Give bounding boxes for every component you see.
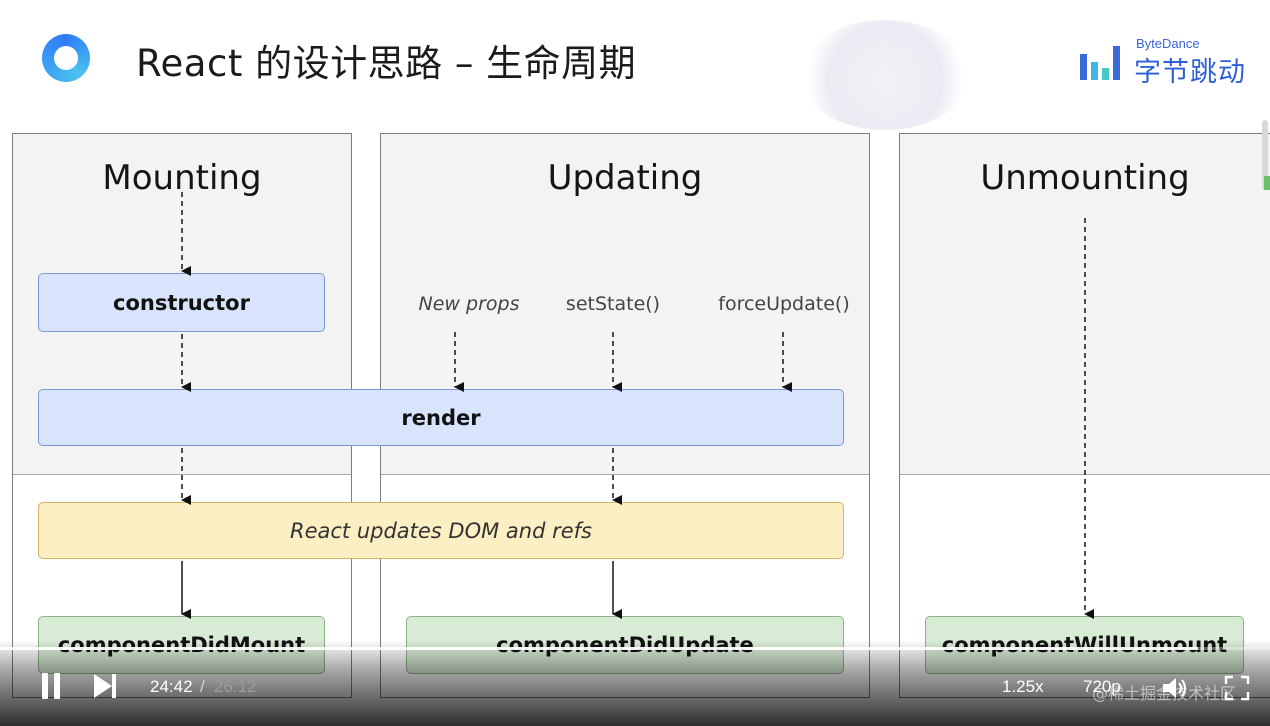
volume-icon[interactable] <box>1160 676 1188 700</box>
video-player-controls: 24:42 / 26:12 1.25x 720p @稀土掘金技术社区 <box>0 640 1270 726</box>
progress-bar[interactable] <box>0 647 1270 650</box>
time-separator: / <box>200 677 205 696</box>
quality-button[interactable]: 720p <box>1083 677 1121 696</box>
phase-panel-unmounting: Unmounting <box>899 133 1270 698</box>
phase-title-updating: Updating <box>547 158 703 198</box>
dom-update-box: React updates DOM and refs <box>38 502 844 559</box>
header-decoration <box>800 20 970 130</box>
progress-fill <box>0 647 1198 650</box>
app-logo-icon <box>42 34 90 82</box>
lifecycle-diagram: Mounting Updating Unmounting New props s… <box>0 118 1270 726</box>
trigger-force-update: forceUpdate() <box>718 293 850 315</box>
phase-title-unmounting: Unmounting <box>980 158 1190 198</box>
trigger-set-state: setState() <box>565 293 661 315</box>
total-time: 26:12 <box>214 677 257 696</box>
pause-icon[interactable] <box>40 673 62 699</box>
trigger-new-props: New props <box>418 293 520 315</box>
bytedance-logo: ByteDance 字节跳动 <box>1080 36 1255 88</box>
watermark: @稀土掘金技术社区 <box>1092 684 1237 703</box>
slide-header: React 的设计思路 – 生命周期 ByteDance 字节跳动 <box>0 0 1270 130</box>
current-time: 24:42 <box>150 677 193 696</box>
next-icon[interactable] <box>92 673 120 699</box>
constructor-box: constructor <box>38 273 325 332</box>
phase-title-mounting: Mounting <box>102 158 262 198</box>
bytedance-bars-icon <box>1080 46 1124 80</box>
scrollbar-accent <box>1264 176 1270 190</box>
render-box: render <box>38 389 844 446</box>
right-scrollbar[interactable] <box>1262 120 1268 190</box>
fullscreen-icon[interactable] <box>1224 675 1250 701</box>
slide-title: React 的设计思路 – 生命周期 <box>136 42 637 85</box>
brand-name-en: ByteDance <box>1136 36 1200 51</box>
playback-speed-button[interactable]: 1.25x <box>1002 677 1044 696</box>
brand-name-cn: 字节跳动 <box>1134 57 1246 88</box>
